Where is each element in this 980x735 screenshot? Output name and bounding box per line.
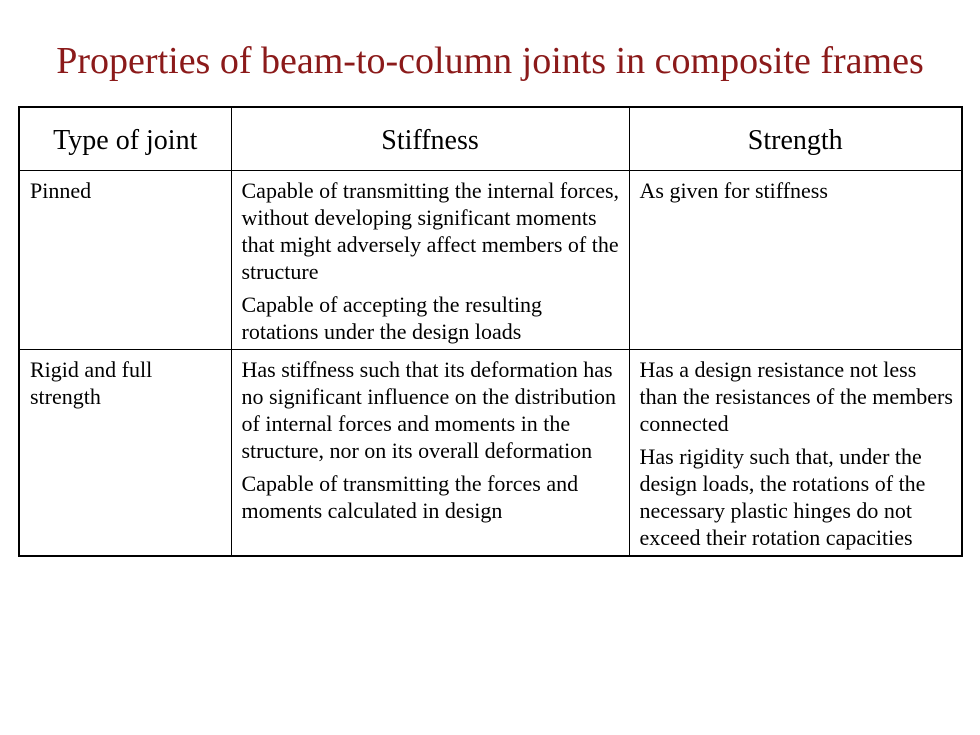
strength-paragraph: Has rigidity such that, under the design… [639,444,926,550]
table-header-row: Type of joint Stiffness Strength [18,106,963,171]
header-strength: Strength [628,106,963,171]
cell-stiffness: Has stiffness such that its deformation … [230,349,630,557]
header-stiffness: Stiffness [230,106,630,171]
cell-joint-type: Rigid and full strength [18,349,232,557]
table-row-rigid-full-strength: Rigid and full strength Has stiffness su… [18,349,963,557]
cell-strength: As given for stiffness [628,170,963,350]
cell-strength: Has a design resistance not less than th… [628,349,963,557]
stiffness-paragraph: Capable of transmitting the forces and m… [241,471,579,523]
stiffness-paragraph: Has stiffness such that its deformation … [241,357,617,463]
cell-joint-type: Pinned [18,170,232,350]
table-row-pinned: Pinned Capable of transmitting the inter… [18,170,963,350]
strength-paragraph: Has a design resistance not less than th… [639,357,953,436]
slide-title: Properties of beam-to-column joints in c… [56,40,924,82]
joint-properties-table: Type of joint Stiffness Strength Pinned … [18,106,963,557]
strength-paragraph: As given for stiffness [639,178,828,203]
header-type-of-joint: Type of joint [18,106,232,171]
stiffness-paragraph: Capable of accepting the resulting rotat… [241,292,543,344]
stiffness-paragraph: Capable of transmitting the internal for… [241,178,620,284]
cell-stiffness: Capable of transmitting the internal for… [230,170,630,350]
